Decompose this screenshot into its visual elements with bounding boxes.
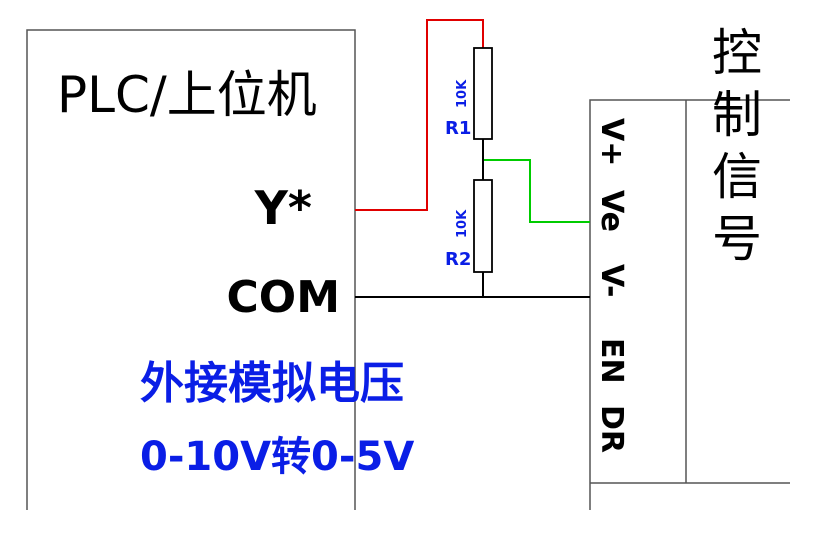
pin-ve: Ve [594, 190, 629, 232]
pin-dr: DR [594, 405, 629, 453]
pin-v-minus: V- [594, 264, 629, 298]
green-wire [483, 159, 590, 223]
pin-en: EN [594, 338, 629, 384]
resistor-r1 [473, 47, 493, 140]
annotation-line2: 0-10V转0-5V [140, 434, 414, 480]
r2-value-label: 10K [455, 209, 470, 238]
plc-title: PLC/上位机 [57, 66, 317, 124]
controller-pins: V+ Ve V- EN DR [594, 118, 629, 453]
terminal-com-label: COM [227, 272, 340, 323]
r1-value-label: 10K [455, 79, 470, 108]
terminal-y-label: Y* [254, 181, 312, 235]
plc-box [26, 29, 356, 510]
annotation-line1: 外接模拟电压 [140, 358, 404, 409]
pin-v-plus: V+ [594, 118, 629, 166]
resistor-r2 [473, 179, 493, 273]
r1-name-label: R1 [445, 118, 471, 139]
control-signal-label: 控制信号 [704, 26, 762, 274]
red-wire [355, 19, 484, 211]
controller-box [589, 99, 790, 510]
r2-name-label: R2 [445, 249, 471, 270]
